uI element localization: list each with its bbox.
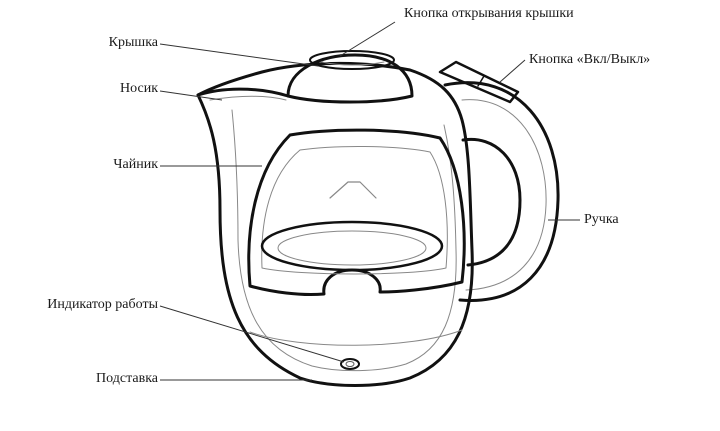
label-lid-button: Кнопка открывания крышки <box>404 6 574 21</box>
kettle-body-outline <box>196 61 474 387</box>
label-handle: Ручка <box>584 212 619 227</box>
leader-power-button <box>499 59 526 83</box>
leader-lid <box>159 43 319 67</box>
water-window-inner <box>261 145 448 275</box>
lid-dome <box>286 53 414 104</box>
handle-inner-line <box>461 99 547 291</box>
water-level-mark <box>329 181 377 199</box>
power-switch-divider <box>477 75 485 87</box>
indicator-light-inner <box>345 361 355 367</box>
water-window-outline <box>247 128 466 296</box>
label-power-button: Кнопка «Вкл/Выкл» <box>529 52 651 67</box>
label-lid: Крышка <box>108 35 158 50</box>
label-base: Подставка <box>96 371 158 386</box>
base-band-line <box>249 329 463 346</box>
leader-spout <box>159 90 223 101</box>
spout-outline <box>196 87 290 98</box>
bottom-heater-inner-ellipse <box>277 230 427 266</box>
leader-lid-button <box>339 21 396 57</box>
label-spout: Носик <box>120 81 158 96</box>
leader-indicator <box>159 305 345 363</box>
handle-outline <box>443 81 560 302</box>
lid-button-highlight <box>321 61 385 66</box>
label-indicator: Индикатор работы <box>47 297 158 312</box>
handle-inner-outline <box>461 137 522 267</box>
power-switch-shape <box>438 60 520 104</box>
lid-button-shape <box>309 50 395 70</box>
bottom-heater-ellipse <box>260 220 444 272</box>
label-kettle: Чайник <box>113 157 158 172</box>
indicator-light <box>340 358 360 370</box>
kettle-body-inner-line <box>231 109 457 372</box>
